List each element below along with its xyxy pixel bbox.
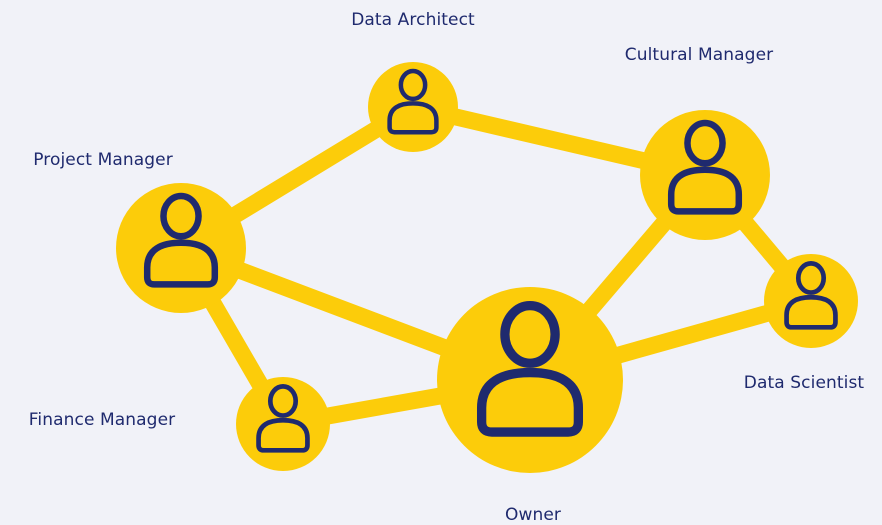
node-circle: [640, 110, 770, 240]
node-project-manager[interactable]: [116, 183, 246, 313]
node-circle: [368, 62, 458, 152]
node-circle: [437, 287, 623, 473]
person-icon: [256, 384, 310, 453]
person-icon: [143, 192, 219, 288]
person-icon: [476, 301, 584, 437]
label-finance-manager: Finance Manager: [28, 410, 176, 430]
label-project-manager: Project Manager: [33, 150, 173, 170]
label-cultural-manager: Cultural Manager: [624, 45, 774, 65]
person-icon: [387, 68, 439, 135]
node-cultural-manager[interactable]: [640, 110, 770, 240]
node-finance-manager[interactable]: [236, 377, 330, 471]
node-owner[interactable]: [437, 287, 623, 473]
node-circle: [236, 377, 330, 471]
label-data-architect: Data Architect: [351, 10, 475, 30]
label-owner: Owner: [504, 505, 562, 525]
node-circle: [764, 254, 858, 348]
node-data-architect[interactable]: [368, 62, 458, 152]
label-data-scientist: Data Scientist: [743, 373, 865, 393]
nodes: [116, 62, 858, 473]
node-data-scientist[interactable]: [764, 254, 858, 348]
person-icon: [667, 119, 743, 215]
node-circle: [116, 183, 246, 313]
person-icon: [784, 261, 838, 330]
